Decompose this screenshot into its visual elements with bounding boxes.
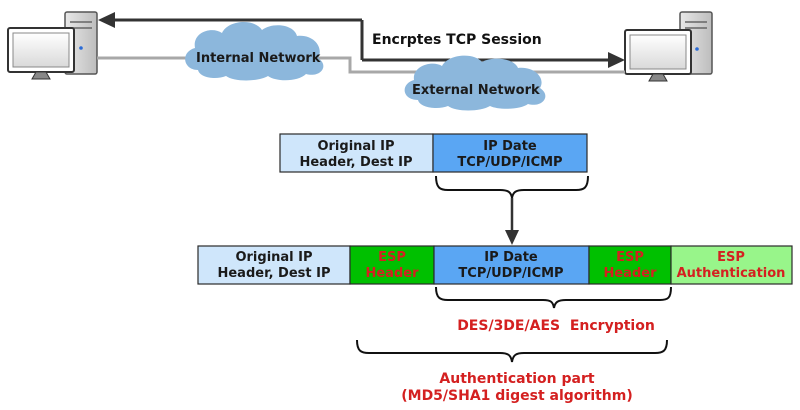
original-ip-header-box [279, 133, 434, 173]
original-data-line1: IP Date [483, 139, 537, 154]
esp-header-line1: ESP [378, 250, 406, 265]
esp-header-line2: Header [365, 266, 419, 281]
internal-network-cloud-icon [185, 22, 324, 81]
esp-data-line2: TCP/UDP/ICMP [458, 266, 563, 281]
authentication-brace [356, 339, 668, 363]
esp-packet-header-line1: Original IP [235, 250, 312, 265]
esp-auth-box [670, 245, 793, 285]
external-network-label: External Network [412, 83, 540, 98]
esp-packet: Original IP Header, Dest IP ESP Header I… [197, 245, 793, 285]
down-arrow-head [505, 230, 519, 245]
encrypted-session-arrow [98, 12, 625, 68]
authentication-label-line1: Authentication part [439, 371, 594, 387]
original-header-line2: Header, Dest IP [299, 155, 412, 170]
esp-packet-header-line2: Header, Dest IP [217, 266, 330, 281]
right-computer-icon [624, 11, 713, 82]
esp-trailer-line1: ESP [616, 250, 644, 265]
external-network-cloud-icon [404, 55, 546, 111]
esp-data-line1: IP Date [484, 250, 538, 265]
left-computer-icon [7, 11, 98, 80]
encryption-label: DES/3DE/AES Encryption [457, 318, 655, 334]
internal-network-label: Internal Network [196, 51, 321, 66]
esp-auth-line1: ESP [717, 250, 745, 265]
original-header-line1: Original IP [317, 139, 394, 154]
esp-trailer-line2: Header [603, 266, 657, 281]
original-ip-data-box [432, 133, 588, 173]
original-data-line2: TCP/UDP/ICMP [457, 155, 562, 170]
authentication-label-line2: (MD5/SHA1 digest algorithm) [401, 388, 633, 404]
esp-auth-line2: Authentication [677, 266, 786, 281]
esp-ip-data-box [433, 245, 590, 285]
encryption-brace [435, 286, 672, 309]
session-label: Encrptes TCP Session [372, 32, 542, 48]
data-brace [435, 175, 589, 199]
original-packet: Original IP Header, Dest IP IP Date TCP/… [279, 133, 588, 173]
